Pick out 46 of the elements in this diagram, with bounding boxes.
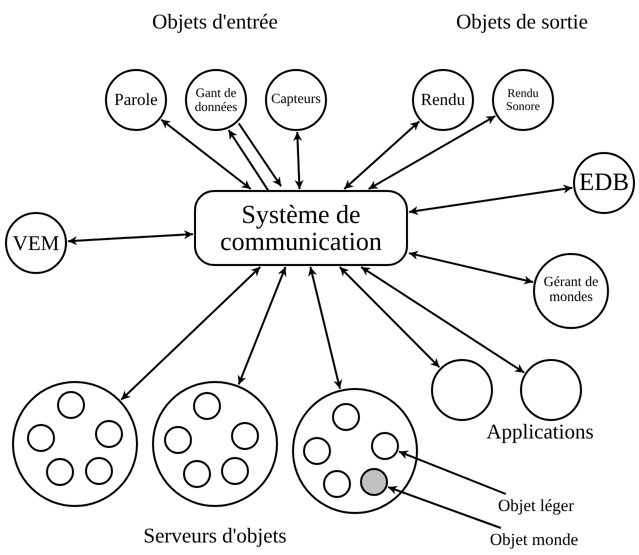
double-arrow bbox=[339, 266, 440, 368]
arrow bbox=[388, 486, 502, 529]
double-arrow bbox=[120, 266, 261, 400]
node-circle: Gérant de mondes bbox=[533, 253, 609, 329]
double-arrow bbox=[408, 184, 572, 216]
arrow bbox=[398, 450, 506, 495]
double-arrow bbox=[408, 250, 534, 284]
object-circle bbox=[57, 391, 85, 419]
object-circle bbox=[231, 422, 259, 450]
object-circle bbox=[46, 458, 74, 486]
group-heading: Objets d'entrée bbox=[152, 10, 278, 34]
group-heading: Serveurs d'objets bbox=[143, 524, 287, 548]
object-circle bbox=[221, 457, 249, 485]
double-arrow bbox=[368, 115, 496, 190]
callout-text: Objet léger bbox=[482, 495, 590, 517]
group-heading: Applications bbox=[486, 420, 594, 444]
object-circle bbox=[27, 424, 55, 452]
double-arrow bbox=[160, 118, 252, 190]
object-circle bbox=[85, 457, 113, 485]
callout-text: Objet monde bbox=[478, 529, 590, 551]
node-circle: Rendu bbox=[412, 69, 474, 131]
double-arrow bbox=[293, 132, 304, 190]
node-circle: VEM bbox=[5, 212, 67, 274]
object-circle bbox=[371, 432, 399, 460]
object-circle bbox=[95, 420, 123, 448]
object-circle bbox=[360, 468, 388, 496]
double-arrow bbox=[238, 266, 286, 385]
object-circle bbox=[183, 460, 211, 488]
double-arrow bbox=[344, 120, 420, 190]
arrow bbox=[238, 122, 282, 187]
object-circle bbox=[193, 392, 221, 420]
node-circle: Rendu Sonore bbox=[492, 69, 554, 131]
object-circle bbox=[164, 426, 192, 454]
object-circle bbox=[332, 403, 360, 431]
system-box: Système de communication bbox=[194, 190, 408, 266]
node-circle: Parole bbox=[105, 69, 167, 131]
node-circle: EDB bbox=[573, 152, 635, 214]
object-circle bbox=[323, 470, 351, 498]
object-circle bbox=[303, 437, 331, 465]
double-arrow bbox=[360, 266, 525, 374]
node-circle: Gant de données bbox=[185, 69, 247, 131]
arrow bbox=[228, 129, 270, 192]
group-heading: Objets de sortie bbox=[456, 10, 588, 34]
node-circle: Capteurs bbox=[265, 69, 327, 131]
double-arrow bbox=[308, 266, 342, 390]
double-arrow bbox=[68, 230, 194, 246]
